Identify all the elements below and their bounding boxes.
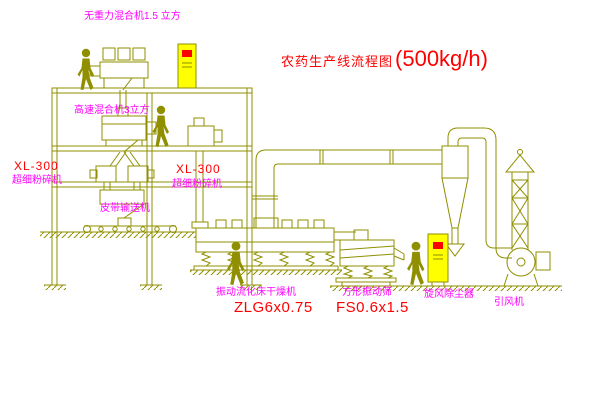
building-structure [40,87,262,290]
pulverizer-left [89,165,155,190]
belt-conveyor [83,225,177,233]
label-cyclone-name: 旋风除尘器 [424,289,474,300]
fluid-bed-dryer [190,217,342,275]
diagram-title: 农药生产线流程图 (500kg/h) [281,46,488,72]
pulverizer-right [187,117,223,229]
receiver-hopper [99,189,146,227]
exhaust-stack [504,149,536,250]
label-belt-conveyor: 皮带输送机 [100,203,150,214]
label-screen-model: FS0.6x1.5 [336,299,409,316]
label-mill-right-name: 超细粉碎机 [172,179,222,190]
exhaust-duct [252,149,442,228]
control-cabinet-right [427,233,449,286]
vibrating-screen [334,229,405,286]
label-mill-right-model: XL-300 [176,162,221,176]
title-text: 农药生产线流程图 [281,54,394,69]
title-capacity: (500kg/h) [395,46,488,71]
label-fan-name: 引风机 [494,297,524,308]
label-dryer-name: 振动流化床干燥机 [216,287,296,298]
high-speed-mixer [101,107,157,167]
cyclone-separator [441,127,512,259]
person-figures [77,48,425,286]
label-mixer-top: 无重力混合机1.5 立方 [84,11,181,22]
label-mill-left-name: 超细粉碎机 [12,175,62,186]
control-cabinet-top [177,43,197,89]
label-dryer-model: ZLG6x0.75 [234,299,313,316]
induced-draft-fan [330,247,562,291]
gravity-free-mixer [89,47,149,108]
label-mixer-mid: 高速混合机3立方 [74,105,150,116]
label-mill-left-model: XL-300 [14,159,59,173]
label-screen-name: 方形振动筛 [342,287,392,298]
